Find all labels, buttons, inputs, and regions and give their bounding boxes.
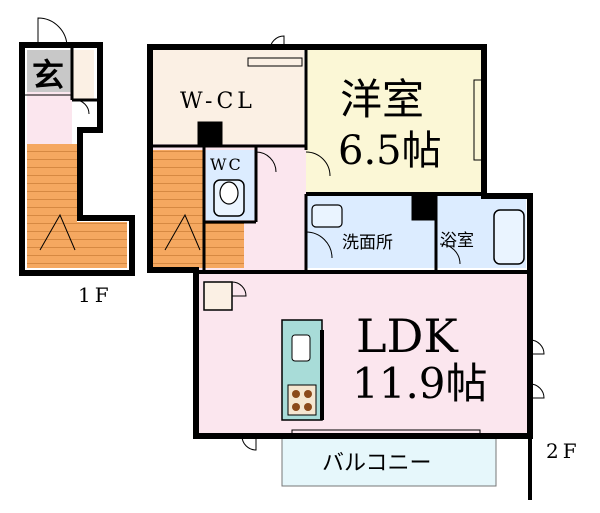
ldk-entry-door-icon: [231, 281, 247, 297]
stove-icon: [287, 384, 317, 416]
floor-1: 玄 1F: [19, 17, 135, 307]
floor1-stairs: [27, 144, 77, 268]
western-size: 6.5帖: [338, 128, 442, 174]
ldk-label: LDK: [356, 309, 459, 363]
genkan-label: 玄: [32, 56, 64, 94]
floor2-stairs: [152, 150, 204, 268]
stairs-arrow-2f: [164, 213, 201, 251]
floor1-storage: [72, 50, 94, 100]
bath-label: 浴室: [440, 231, 474, 251]
washroom-label: 洗面所: [342, 233, 393, 253]
balcony-label: バルコニー: [322, 451, 432, 476]
floor1-walls: [19, 42, 135, 276]
bathtub-icon: [493, 209, 525, 265]
wc-door-icon: [255, 151, 277, 173]
washroom-door-icon: [305, 231, 333, 259]
wc-label: WC: [210, 155, 243, 174]
wash-basin-icon: [311, 204, 343, 228]
genkan-area: [27, 50, 72, 92]
ldk-room: [198, 270, 530, 434]
western-door-icon: [305, 151, 331, 177]
floor2-walls: [147, 44, 533, 500]
fridge-space: [203, 281, 233, 311]
floor-2: W-CL 洋室 6.5帖 WC 洗面所 浴室 LDK 11.9帖 バルコニー 2…: [147, 35, 581, 500]
floor1-hall: [27, 92, 72, 144]
stairs-arrow-1f: [39, 213, 76, 251]
wcl-label: W-CL: [180, 89, 256, 114]
ldk-size: 11.9帖: [352, 359, 488, 408]
sink-icon: [291, 334, 311, 362]
floor1-stairs-landing: [77, 222, 127, 268]
entry-door-icon: [37, 17, 68, 48]
western-label: 洋室: [340, 75, 424, 124]
bath-door-icon: [439, 243, 461, 265]
floor2-stairs-landing: [204, 222, 244, 268]
balcony: [281, 433, 497, 487]
floor1-label: 1F: [78, 283, 113, 307]
western-room: [306, 50, 482, 193]
floor2-label: 2F: [546, 439, 581, 463]
